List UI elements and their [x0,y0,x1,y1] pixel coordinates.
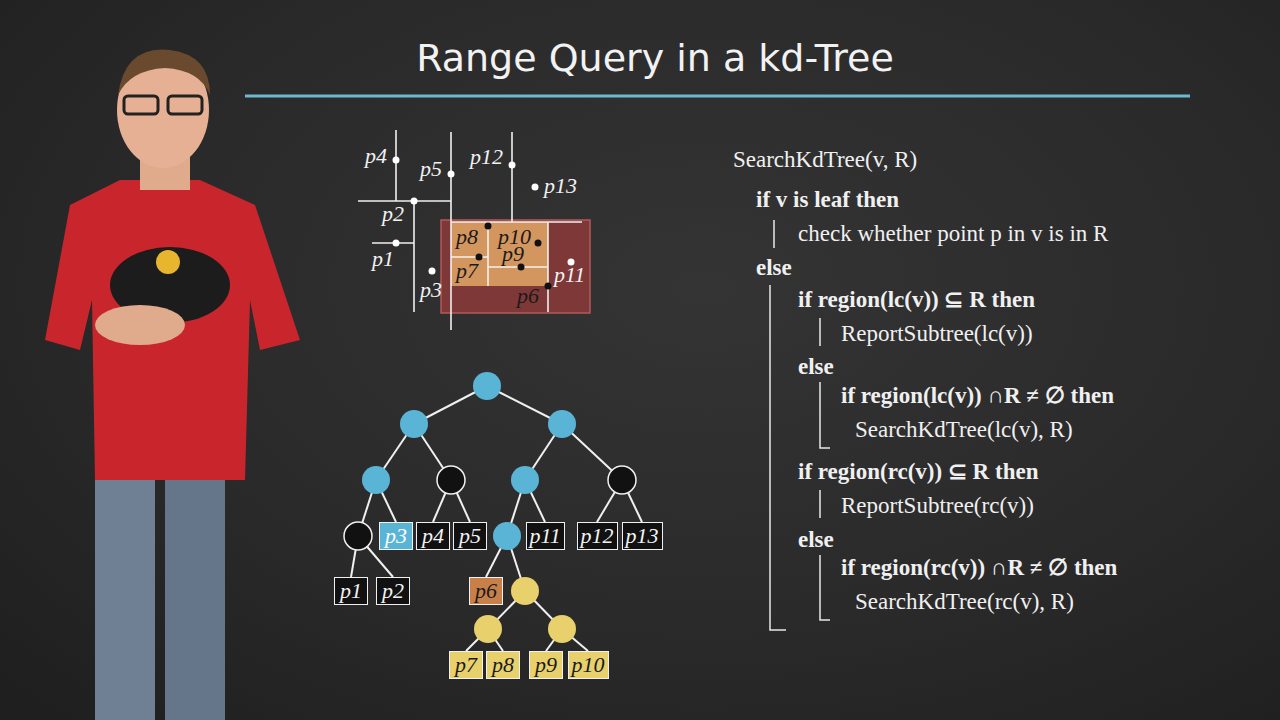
leaf-box: p1 [334,577,368,605]
leaf-box: p4 [416,522,450,550]
code-block-bars [770,220,830,630]
reported-region [451,222,548,286]
tree-edges [351,386,642,651]
leaf-box: p12 [577,522,618,550]
point-label: p11 [554,264,585,286]
leaf-label: p3 [385,525,407,547]
point-label: p12 [470,146,503,168]
shirt [45,180,300,480]
leaf-box: p6 [469,577,503,605]
leaf-box: p7 [449,651,483,679]
pseudocode-line: if region(lc(v)) ∩R ≠ ∅ then [841,384,1114,407]
leaf-label: p11 [530,525,561,547]
leaf-label: p6 [475,580,497,602]
pseudocode-line: ReportSubtree(rc(v)) [841,494,1034,517]
pseudocode-line: else [756,256,792,279]
leaf-box: p13 [622,522,663,550]
pseudocode-line: else [798,355,834,378]
pseudocode-line: SearchKdTree(rc(v), R) [855,590,1074,613]
query-range [441,220,590,313]
tree-internal-nodes [344,372,636,643]
leaf-label: p4 [422,525,444,547]
jeans-leg [95,470,155,720]
pseudocode-line: SearchKdTree(v, R) [733,148,917,171]
title-underline [245,95,1190,98]
pseudocode-line: if region(lc(v)) ⊆ R then [798,288,1035,311]
point-label: p9 [502,243,524,265]
pseudocode-line: ReportSubtree(lc(v)) [841,322,1033,345]
leaf-box: p11 [526,522,565,550]
point-label: p13 [544,175,577,197]
pseudocode-line: SearchKdTree(lc(v), R) [855,418,1073,441]
leaf-box: p3 [379,522,413,550]
kd-subdivision [358,130,590,330]
leaf-label: p8 [492,654,514,676]
point-label: p5 [420,158,442,180]
glasses [124,96,158,114]
split-lines [358,130,582,330]
point-label: p2 [382,203,404,225]
leaf-label: p10 [572,654,605,676]
presenter [45,50,300,720]
leaf-box: p8 [486,651,520,679]
point-label: p8 [456,226,478,248]
jeans-leg [165,470,225,720]
pseudocode-line: if v is leaf then [756,188,899,211]
point-label: p7 [456,260,478,282]
hair [118,50,210,95]
point-label: p3 [420,279,442,301]
hands [95,305,185,345]
leaf-label: p9 [535,654,557,676]
leaf-label: p13 [626,525,659,547]
leaf-label: p2 [382,580,404,602]
shirt-logo [156,250,180,274]
leaf-box: p2 [376,577,410,605]
leaf-label: p5 [459,525,481,547]
pseudocode-line: if region(rc(v)) ∩R ≠ ∅ then [841,556,1117,579]
slide-title: Range Query in a kd-Tree [0,36,1280,80]
leaf-label: p7 [455,654,477,676]
point-label: p4 [365,145,387,167]
leaf-box: p10 [568,651,609,679]
pseudocode-line: if region(rc(v)) ⊆ R then [798,460,1038,483]
leaf-label: p1 [340,580,362,602]
leaf-box: p9 [529,651,563,679]
point-label: p6 [517,285,539,307]
pseudocode-line: else [798,528,834,551]
leaf-label: p12 [581,525,614,547]
pseudocode-line: check whether point p in v is in R [798,222,1108,245]
glasses [168,96,202,114]
point-label: p1 [372,248,394,270]
leaf-box: p5 [453,522,487,550]
